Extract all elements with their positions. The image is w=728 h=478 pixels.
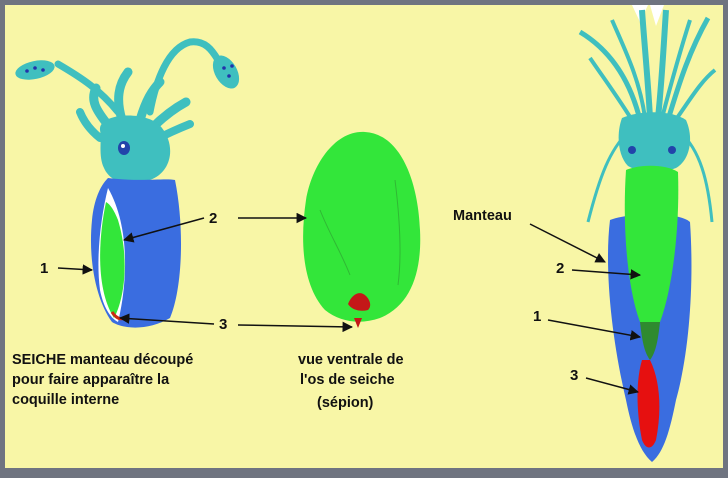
label-right-3: 3 [570, 368, 578, 383]
caption-left-line2: pour faire apparaître la [12, 371, 169, 390]
head-left [100, 115, 170, 183]
squid-head [619, 112, 690, 172]
label-left-1: 1 [40, 261, 48, 276]
caption-left-line1: SEICHE manteau découpé [12, 351, 193, 370]
label-right-1: 1 [533, 309, 541, 324]
caption-middle-line1: vue ventrale de [298, 351, 404, 370]
squid-eye-right [668, 146, 676, 154]
label-manteau: Manteau [453, 209, 512, 224]
caption-middle-line2: l'os de seiche [300, 371, 395, 390]
cuttlebone-ventral-view [303, 132, 420, 328]
caption-left-line3: coquille interne [12, 391, 119, 410]
caption-middle-line3: (sépion) [317, 394, 373, 413]
eye-left [118, 141, 130, 155]
label-left-3: 3 [219, 317, 227, 332]
squid-eye-left [628, 146, 636, 154]
label-left-2: 2 [209, 211, 217, 226]
label-right-2: 2 [556, 261, 564, 276]
